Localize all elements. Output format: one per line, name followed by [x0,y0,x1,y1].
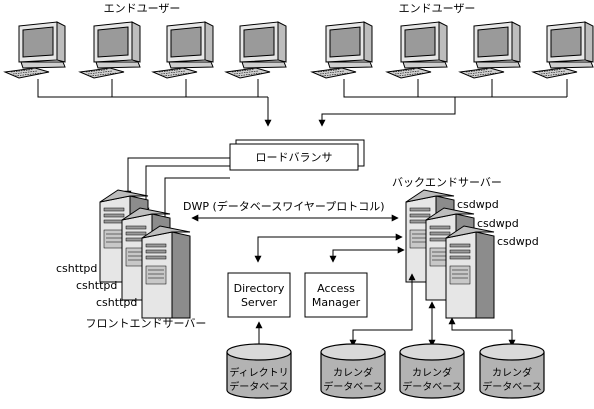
database-label-line1: カレンダ [412,366,452,379]
frontend-process-label: cshttpd [96,296,137,309]
client-network-lines [37,79,568,127]
frontend-server-icon [141,225,191,319]
workstation-icon [311,21,373,79]
database-label-line2: データベース [229,380,289,393]
workstation-icon [386,21,448,79]
access-manager-label-line1: Access [317,282,355,295]
backend-process-label: csdwpd [457,198,499,211]
load-balancer-label: ロードバランサ [256,151,333,164]
database-label-line1: カレンダ [333,366,373,379]
access-manager-label-line2: Manager [312,296,361,309]
load-balancer: ロードバランサ [229,139,365,171]
workstation-icon [4,21,66,79]
workstation-icon [152,21,214,79]
access-manager-box: Access Manager [304,272,368,318]
frontend-title: フロントエンドサーバー [86,317,207,330]
database-label-line1: ディレクトリ [229,366,288,379]
database-directory: ディレクトリ データベース [226,343,292,399]
dwp-label: DWP (データベースワイヤープロトコル) [183,199,385,213]
workstation-group-right [311,21,594,79]
backend-process-label: csdwpd [497,235,539,248]
workstation-icon [459,21,521,79]
directory-server-label-line1: Directory [234,282,285,295]
database-calendar-2: カレンダ データベース [399,343,465,399]
directory-server-box: Directory Server [227,272,291,318]
end-user-group-label-right: エンドユーザー [399,2,476,15]
database-label-line2: データベース [402,380,462,393]
database-label-line2: データベース [323,380,383,393]
service-links [254,233,405,263]
frontend-process-label: cshttpd [76,279,117,292]
directory-server-label-line2: Server [241,296,278,309]
workstation-icon [532,21,594,79]
database-calendar-3: カレンダ データベース [479,343,545,399]
workstation-group-left [4,21,287,79]
database-label-line2: データベース [482,380,542,393]
database-label-line1: カレンダ [492,366,532,379]
database-calendar-1: カレンダ データベース [320,343,386,399]
backend-title: バックエンドサーバー [392,176,502,189]
workstation-icon [79,21,141,79]
end-user-group-label-left: エンドユーザー [104,2,181,15]
backend-process-label: csdwpd [477,217,519,230]
backend-server-icon [445,225,495,319]
workstation-icon [225,21,287,79]
frontend-process-label: cshttpd [56,262,97,275]
